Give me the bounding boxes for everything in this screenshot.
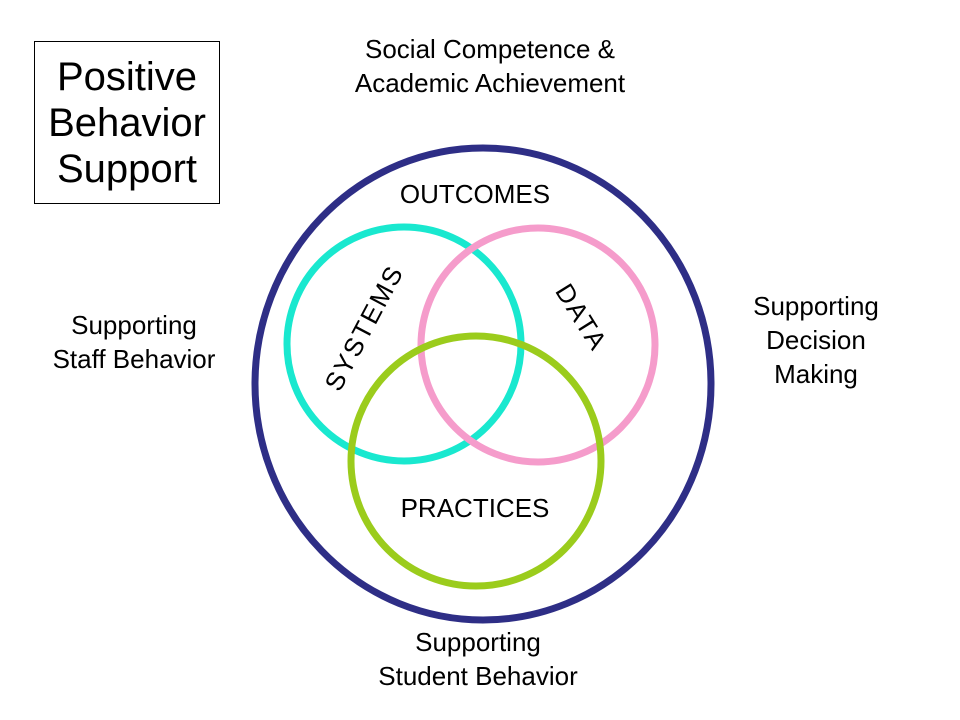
- title-line-2: Behavior: [48, 100, 206, 145]
- data-label: DATA: [549, 278, 613, 356]
- top-label-line-2: Academic Achievement: [354, 68, 626, 98]
- title-line-1: Positive: [56, 54, 198, 99]
- top-label: Social Competence & Academic Achievement: [300, 32, 680, 100]
- bottom-label-line-2: Student Behavior: [378, 661, 578, 691]
- left-label-line-2: Staff Behavior: [52, 344, 216, 374]
- right-label-line-2: Decision: [766, 325, 866, 355]
- systems-circle: [283, 223, 525, 465]
- bottom-label-line-1: Supporting: [415, 627, 541, 657]
- title-box: Positive Behavior Support: [34, 41, 220, 204]
- practices-label: PRACTICES: [401, 493, 550, 523]
- title-line-3: Support: [56, 146, 198, 191]
- systems-label: SYSTEMS: [318, 260, 409, 396]
- outcomes-label: OUTCOMES: [400, 179, 550, 209]
- outcomes-ellipse: [251, 144, 715, 624]
- left-label-line-1: Supporting: [71, 310, 197, 340]
- right-label: Supporting Decision Making: [714, 289, 918, 391]
- right-label-line-3: Making: [774, 359, 858, 389]
- right-label-line-1: Supporting: [753, 291, 879, 321]
- left-label: Supporting Staff Behavior: [22, 308, 246, 376]
- top-label-line-1: Social Competence &: [364, 34, 616, 64]
- data-circle: [417, 224, 659, 466]
- practices-circle: [347, 332, 605, 590]
- bottom-label: Supporting Student Behavior: [340, 625, 616, 693]
